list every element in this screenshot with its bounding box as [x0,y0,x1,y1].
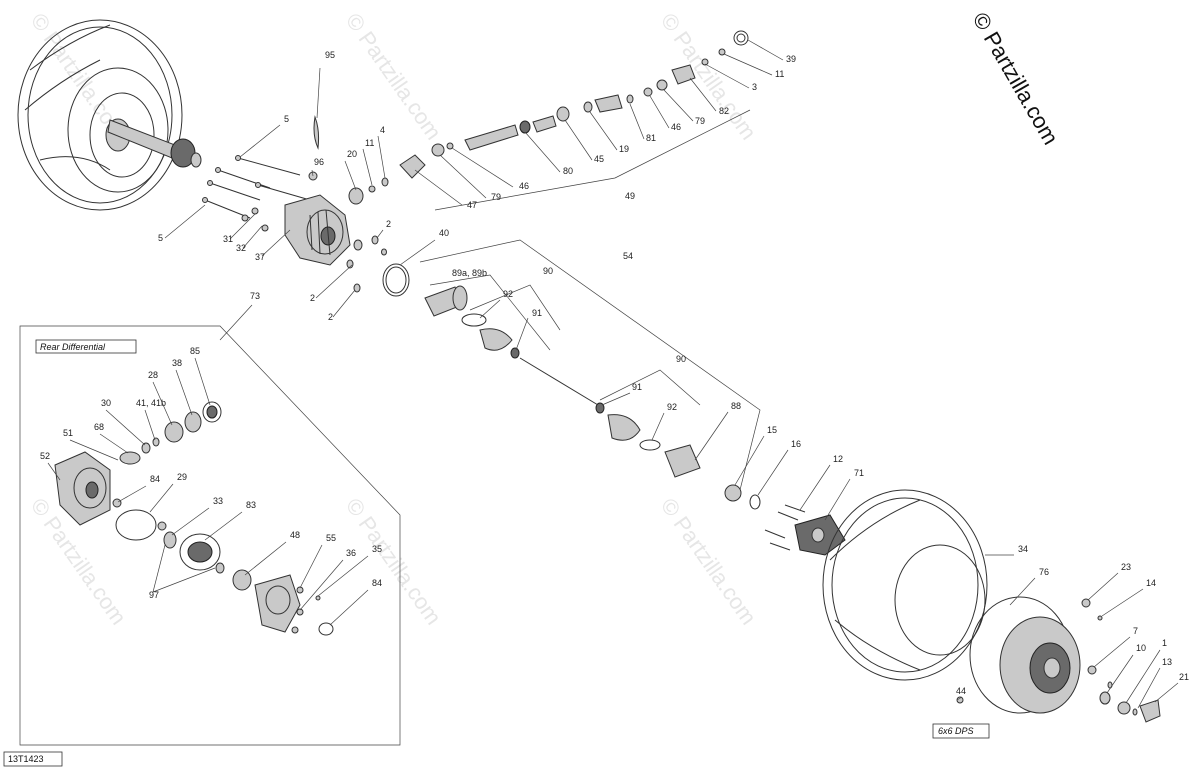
callout-c15: 15 [767,425,777,435]
callout-c84b: 84 [372,578,382,588]
callout-c81: 81 [646,133,656,143]
callout-c29: 29 [177,472,187,482]
front-left-wheel [17,19,202,211]
callout-c49: 49 [625,191,635,201]
callout-c7: 7 [1133,626,1138,636]
wheel-hub-flange [764,504,846,556]
variant-tag: 6x6 DPS [938,726,974,736]
axle-half-shaft [424,285,761,510]
callout-c12: 12 [833,454,843,464]
callout-c33: 33 [213,496,223,506]
callout-c11a: 11 [365,138,374,148]
callout-c73: 73 [250,291,260,301]
callout-c35: 35 [372,544,382,554]
callout-c2a: 2 [386,219,391,229]
callout-c54: 54 [623,251,633,261]
callout-c4: 4 [380,125,385,135]
watermark-text: © Partzilla.com [341,494,447,630]
callout-c1: 1 [1162,638,1167,648]
lug-hardware [956,598,1161,723]
rear-right-tire [822,489,988,681]
reference-code: 13T1423 [8,754,44,764]
callout-c91b: 91 [632,382,642,392]
callout-c55: 55 [326,533,336,543]
stud-bolts [202,155,311,219]
callout-c96: 96 [314,157,324,167]
callout-c10: 10 [1136,643,1146,653]
inset-title: Rear Differential [40,342,106,352]
callout-c90b: 90 [676,354,686,364]
callout-c30: 30 [101,398,111,408]
callout-c92a: 92 [503,289,513,299]
callout-c47: 47 [467,200,477,210]
callout-c90a: 90 [543,266,553,276]
callout-c84a: 84 [150,474,160,484]
callout-c39: 39 [786,54,796,64]
callout-c13: 13 [1162,657,1172,667]
watermark-text: © Partzilla.com [341,9,447,145]
callout-c79a: 79 [491,192,501,202]
propeller-shaft [399,30,749,179]
callout-c91a: 91 [532,308,542,318]
callout-c51: 51 [63,428,73,438]
callout-c44: 44 [956,686,966,696]
callout-c68: 68 [94,422,104,432]
callout-c11b: 11 [775,69,784,79]
callout-c76: 76 [1039,567,1049,577]
differential-housing [284,194,351,266]
callout-c16: 16 [791,439,801,449]
callout-c5b: 5 [158,233,163,243]
callout-c20: 20 [347,149,357,159]
watermark-text: © Partzilla.com [656,494,762,630]
callout-c40: 40 [439,228,449,238]
leader-lines [47,39,1179,709]
callout-c32: 32 [236,243,246,253]
callout-c41: 41, 41b [136,398,166,408]
callout-c46b: 46 [671,122,681,132]
callout-c5a: 5 [284,114,289,124]
callout-c82: 82 [719,106,729,116]
callout-c21: 21 [1179,672,1189,682]
callout-c80: 80 [563,166,573,176]
callout-c2c: 2 [328,312,333,322]
callout-c83: 83 [246,500,256,510]
wheel-rim [969,596,1081,714]
hub-small-parts [241,115,410,297]
callout-c97: 97 [149,590,159,600]
callout-c28: 28 [148,370,158,380]
callout-c3: 3 [752,82,757,92]
callout-c71: 71 [854,468,864,478]
callout-c2b: 2 [310,293,315,303]
inset-panel: Rear Differential [19,325,401,746]
callout-c89: 89a, 89b [452,268,487,278]
callout-c45: 45 [594,154,604,164]
watermark-layer: © Partzilla.com © Partzilla.com © Partzi… [26,9,762,630]
callout-c23: 23 [1121,562,1131,572]
callout-c52: 52 [40,451,50,461]
callout-c36: 36 [346,548,356,558]
callout-c31: 31 [223,234,233,244]
callout-c14: 14 [1146,578,1156,588]
callout-c88: 88 [731,401,741,411]
callout-c19: 19 [619,144,629,154]
callout-c34: 34 [1018,544,1028,554]
callout-c48: 48 [290,530,300,540]
callout-c92b: 92 [667,402,677,412]
copyright-text: © Partzilla.com [968,8,1064,149]
callout-c95: 95 [325,50,335,60]
callout-c85: 85 [190,346,200,356]
callout-c79b: 79 [695,116,705,126]
callout-c37: 37 [255,252,265,262]
callout-c38: 38 [172,358,182,368]
callout-c46a: 46 [519,181,529,191]
